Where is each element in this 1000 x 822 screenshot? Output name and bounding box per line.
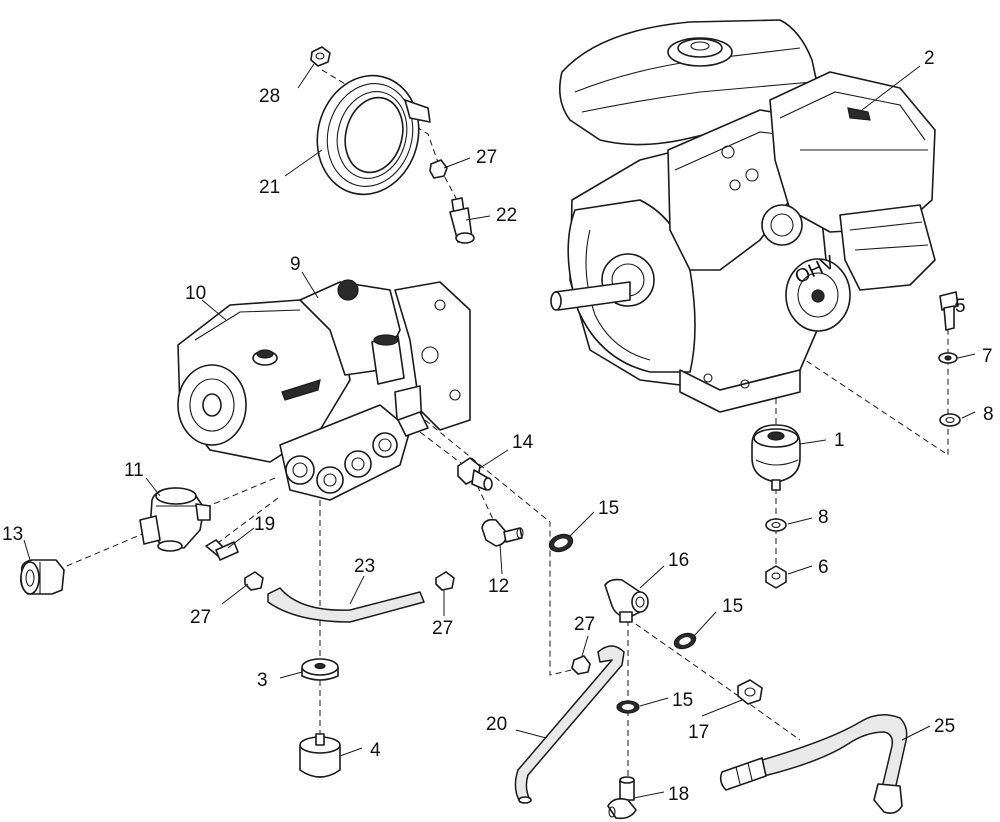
part-8-washer-top: [939, 413, 961, 427]
callout-9: 9: [290, 254, 301, 275]
part-19-bolt: [205, 539, 239, 561]
callout-labels: 28 21 27 22 2 5 7 8 1 8 6 9 10 11 13 19 …: [2, 48, 994, 805]
part-21-hose-coil: [316, 74, 431, 196]
callout-15-bottom: 15: [672, 690, 693, 711]
part-15-oring-1: [548, 533, 574, 553]
part-27-nut-center: [571, 655, 591, 675]
callout-13: 13: [2, 524, 23, 545]
callout-15-top: 15: [598, 498, 619, 519]
part-8-washer-bottom: [765, 518, 787, 532]
callout-7: 7: [982, 346, 993, 367]
part-22-fitting: [449, 197, 475, 244]
part-27-nut-right: [435, 571, 455, 591]
callout-5: 5: [955, 296, 966, 317]
callout-19: 19: [254, 514, 275, 535]
part-6-nut: [765, 565, 787, 589]
part-18-elbow-fitting: [607, 776, 637, 820]
engine: OHV: [550, 19, 936, 413]
callout-16: 16: [668, 550, 689, 571]
callout-3: 3: [257, 670, 268, 691]
part-28-nut: [310, 46, 331, 67]
part-16-tee: [604, 578, 649, 623]
callout-4: 4: [370, 740, 381, 761]
callout-21: 21: [259, 177, 280, 198]
callout-22: 22: [496, 205, 517, 226]
part-13-quick-connect: [20, 559, 65, 595]
part-4-mount: [299, 733, 341, 778]
part-1-vibration-mount: [751, 424, 801, 491]
callout-20: 20: [486, 714, 507, 735]
part-7-washer: [938, 352, 958, 364]
callout-2: 2: [924, 48, 935, 69]
part-15-oring-2: [673, 632, 697, 650]
leader-lines: [23, 63, 976, 799]
callout-27-right: 27: [432, 618, 453, 639]
callout-1: 1: [834, 430, 845, 451]
callout-8-top: 8: [983, 404, 994, 425]
callout-10: 10: [185, 283, 206, 304]
callout-27-left: 27: [190, 607, 211, 628]
callout-18: 18: [668, 784, 689, 805]
callout-27-center: 27: [574, 614, 595, 635]
part-27-nut-top: [429, 159, 448, 179]
part-11-inlet-fitting: [139, 487, 211, 552]
callout-27-top: 27: [476, 147, 497, 168]
callout-14: 14: [512, 432, 534, 453]
part-12-elbow: [481, 518, 524, 547]
callout-17: 17: [688, 722, 709, 743]
callout-28: 28: [259, 86, 280, 107]
callout-25: 25: [934, 716, 955, 737]
part-3-pad: [301, 658, 339, 681]
callout-11: 11: [124, 460, 144, 481]
part-25-hose: [719, 714, 908, 814]
callout-23: 23: [354, 556, 375, 577]
part-5-bolt: [939, 291, 959, 331]
part-14-fitting: [457, 457, 493, 491]
callout-15-middle: 15: [722, 596, 743, 617]
part-27-nut-left: [244, 571, 264, 591]
pressure-pump: [177, 279, 471, 501]
part-20-pipe: [514, 645, 625, 804]
part-15-oring-3: [616, 700, 640, 714]
callout-8-bottom: 8: [818, 507, 829, 528]
part-17-fitting: [737, 679, 763, 705]
callout-12: 12: [488, 576, 509, 597]
part-23-tube: [267, 587, 425, 623]
callout-6: 6: [818, 557, 829, 578]
